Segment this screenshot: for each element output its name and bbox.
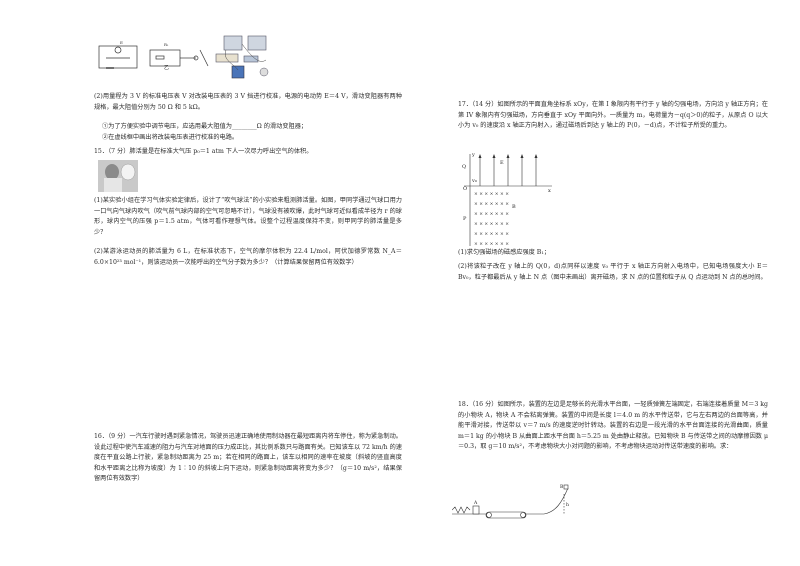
figure-label: 乙: [164, 65, 170, 71]
field-diagram-figure: × × × × × × × × × × × × × × × × × × × × …: [462, 152, 552, 247]
question-18: 18．（16 分）如图所示，装置的左边是足够长的光滑水平台面，一轻质弹簧左端固定…: [458, 401, 768, 451]
question-16: 16．（9 分）一汽车行驶时遇到紧急情况，驾驶员迅速正确地使用制动器在最短距离内…: [94, 433, 402, 483]
q14-part2-sub1: ①为了方便实验中调节电压，应选用最大阻值为________Ω 的滑动变阻器；: [102, 123, 308, 130]
label-Q: Q: [462, 164, 466, 170]
svg-text:× × × × × × ×: × × × × × × ×: [474, 201, 509, 207]
conveyor-diagram-figure: A B h: [452, 484, 569, 519]
svg-text:× × × × × × ×: × × × × × × ×: [474, 241, 509, 247]
label-x: x: [548, 188, 551, 194]
circuit-diagram-figure: R₁ E: [98, 40, 209, 69]
label-O: O: [463, 186, 467, 192]
svg-text:× × × × × × ×: × × × × × × ×: [474, 191, 509, 197]
q15-part1: (1)某实验小组在学习气体实验定律后，设计了“吹气球法”的小实验来粗测肺活量。如…: [94, 197, 402, 236]
label-P: P: [463, 216, 467, 222]
q14-part2: (2)用量程为 3 V 的标准电压表 V 对改装电压表的 3 V 挡进行校准，电…: [94, 93, 402, 111]
q17-part1: (1)求匀强磁场的磁感应强度 B₁；: [458, 249, 551, 256]
label-v0: v₀: [471, 178, 477, 184]
svg-text:R₁: R₁: [164, 42, 169, 47]
svg-text:× × × × × × ×: × × × × × × ×: [474, 211, 509, 217]
label-B: B: [560, 484, 564, 490]
label-E: E: [500, 160, 504, 166]
label-y: y: [471, 152, 475, 158]
svg-text:E: E: [120, 40, 123, 45]
equipment-illustration: [215, 35, 269, 79]
label-B: B: [512, 204, 516, 210]
question-17: 17．（14 分）如图所示的平面直角坐标系 xOy，在第 I 象限内有平行于 y…: [458, 101, 768, 130]
label-A: A: [473, 500, 478, 506]
balloon-photo: [98, 160, 138, 192]
label-h: h: [566, 502, 569, 508]
svg-text:× × × × × × ×: × × × × × × ×: [474, 231, 509, 237]
svg-text:× × × × × × ×: × × × × × × ×: [474, 221, 509, 227]
q15-part2: (2)某游泳运动员的肺活量为 6 L，在标准状态下，空气的摩尔体积为 22.4 …: [94, 248, 402, 266]
q14-part2-sub2: ②在虚线框中画出将改装电压表进行校准的电路。: [102, 134, 239, 141]
question-15: 15．（7 分）肺活量是在标准大气压 p₀＝1 atm 下人一次尽力呼出空气的体…: [94, 148, 313, 155]
q17-part2: (2)将该粒子改在 y 轴上的 Q(0，d)点同样以速度 v₀ 平行于 x 轴正…: [458, 263, 768, 281]
